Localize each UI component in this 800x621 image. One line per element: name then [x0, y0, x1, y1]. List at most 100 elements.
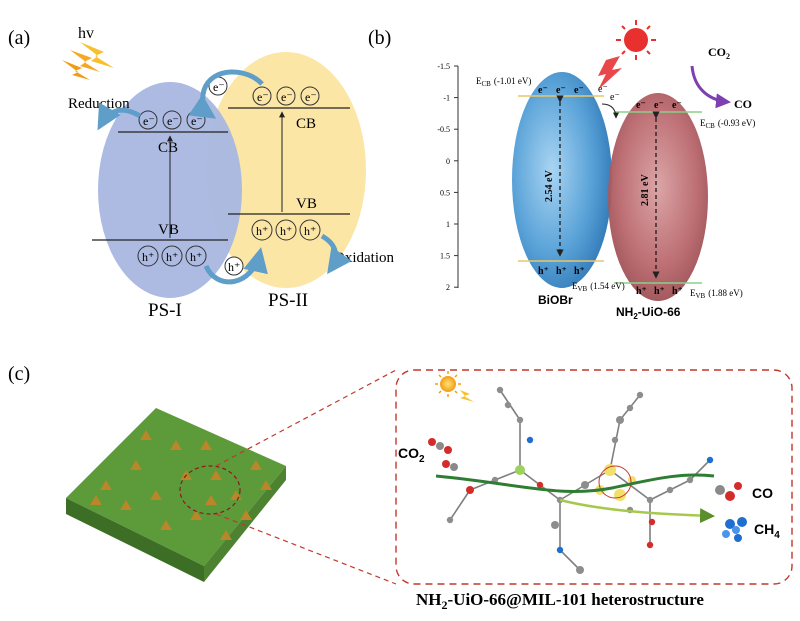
ecb-right-label: ECB(-0.93 eV): [700, 118, 755, 130]
co-molecule-icon: [715, 482, 742, 501]
sun-icon: [435, 371, 474, 402]
ecb-left-label: ECB(-1.01 eV): [476, 76, 531, 88]
y-tick-label: -1.5: [437, 62, 450, 71]
evb-left-label: EVB(1.54 eV): [572, 281, 625, 293]
svg-text:h⁺: h⁺: [142, 250, 154, 264]
y-ticks: -1.5-1-0.500.511.52: [437, 62, 458, 292]
atom: [616, 416, 624, 424]
biobr-label: BiOBr: [538, 293, 573, 307]
panel-b-label: (b): [368, 27, 391, 49]
svg-text:h⁺: h⁺: [556, 266, 567, 277]
crystal-particles: [90, 430, 272, 540]
atom: [496, 386, 504, 394]
co2-path-arrow: [435, 473, 715, 493]
ch4-path-arrow: [559, 498, 715, 524]
panel-a-label: (a): [8, 27, 30, 49]
ps1-cb-label: CB: [158, 140, 178, 156]
co-label-c: CO: [752, 485, 773, 501]
svg-text:e⁻: e⁻: [167, 114, 179, 128]
atom: [551, 521, 559, 529]
co2-label-c: CO2: [398, 445, 425, 465]
svg-text:e⁻: e⁻: [257, 90, 269, 104]
uio66-label: NH2-UiO-66: [616, 305, 681, 321]
svg-text:e⁻: e⁻: [654, 100, 664, 111]
mof-framework: [446, 386, 714, 574]
svg-text:e⁻: e⁻: [556, 85, 566, 96]
electron-transfer-arrow: [188, 69, 264, 119]
zoom-line-top: [215, 369, 397, 467]
atom: [504, 401, 512, 409]
heterostructure-caption: NH2-UiO-66@MIL-101 heterostructure: [416, 590, 704, 612]
svg-text:h⁺: h⁺: [574, 266, 585, 277]
atom: [536, 481, 544, 489]
panel-b: (b) -1.5-1-0.500.511.52 2.54 eV 2.81 eV: [368, 20, 755, 321]
y-tick-label: 2: [446, 283, 450, 292]
zoom-line-bottom: [215, 513, 397, 585]
ps2-ellipse: [206, 52, 366, 288]
ps2-electrons: e⁻ e⁻ e⁻: [252, 86, 320, 106]
ps1-holes: h⁺ h⁺ h⁺: [137, 245, 207, 267]
oxidation-label: Oxidation: [334, 250, 394, 266]
biobr-ellipse: [512, 72, 612, 288]
svg-text:e⁻: e⁻: [538, 85, 548, 96]
svg-text:h⁺: h⁺: [280, 224, 292, 238]
atom: [636, 391, 644, 399]
ps1-electrons: e⁻ e⁻ e⁻: [138, 110, 206, 130]
svg-text:h⁺: h⁺: [228, 260, 240, 274]
svg-text:e⁻: e⁻: [143, 114, 155, 128]
atom: [648, 518, 656, 526]
uio66-carriers: e⁻ e⁻ e⁻ h⁺ h⁺ h⁺: [636, 100, 683, 297]
svg-text:h⁺: h⁺: [190, 250, 202, 264]
atom: [706, 456, 714, 464]
hv-label: hv: [78, 25, 94, 42]
ps2-holes: h⁺ h⁺ h⁺: [251, 219, 321, 241]
atom: [526, 436, 534, 444]
atom: [686, 476, 694, 484]
reduction-arrow: [97, 102, 142, 131]
co2-reduction-arrow: [690, 65, 731, 109]
atom: [626, 404, 634, 412]
y-tick-label: 1: [446, 220, 450, 229]
crystal-slab: [66, 408, 286, 582]
zoom-box: [395, 369, 793, 585]
svg-text:h⁺: h⁺: [304, 224, 316, 238]
y-tick-label: 0.5: [440, 188, 450, 197]
atom: [516, 416, 524, 424]
svg-text:h⁺: h⁺: [256, 224, 268, 238]
svg-text:e⁻: e⁻: [191, 114, 203, 128]
svg-text:h⁺: h⁺: [166, 250, 178, 264]
svg-text:e⁻: e⁻: [636, 100, 646, 111]
panel-c: (c): [8, 363, 793, 612]
hole-transfer-arrow: [203, 247, 268, 285]
uio66-ellipse: [608, 93, 708, 301]
zoom-circle: [179, 465, 241, 515]
atom: [446, 516, 454, 524]
atom: [646, 496, 654, 504]
svg-text:e⁻: e⁻: [574, 85, 584, 96]
svg-text:e⁻: e⁻: [672, 100, 682, 111]
ps2-label: PS-II: [268, 290, 308, 311]
ch4-label-c: CH4: [754, 521, 780, 541]
ps2-cb-label: CB: [296, 116, 316, 132]
svg-text:e⁻: e⁻: [213, 80, 225, 94]
panel-a: (a) hv CB VB e⁻ e⁻ e⁻ h⁺: [8, 25, 394, 321]
atom: [576, 566, 584, 574]
panel-c-label: (c): [8, 363, 30, 385]
biobr-gap-label: 2.54 eV: [544, 170, 555, 202]
svg-text:h⁺: h⁺: [538, 266, 549, 277]
sun-icon: [616, 20, 656, 60]
ch4-molecule-icon: [722, 517, 747, 542]
y-tick-label: 0: [446, 157, 450, 166]
light-bolt-icon: [598, 56, 622, 90]
atom: [611, 436, 619, 444]
y-tick-label: -0.5: [437, 125, 450, 134]
atom: [466, 486, 474, 494]
svg-text:e⁻: e⁻: [281, 90, 293, 104]
oxidation-arrow: [320, 233, 352, 275]
svg-text:h⁺: h⁺: [636, 286, 647, 297]
svg-text:h⁺: h⁺: [654, 286, 665, 297]
evb-right-label: EVB(1.88 eV): [690, 288, 743, 300]
transfer-electron-b2: e⁻: [610, 92, 620, 103]
ps1-vb-label: VB: [158, 222, 179, 238]
atom: [646, 541, 654, 549]
